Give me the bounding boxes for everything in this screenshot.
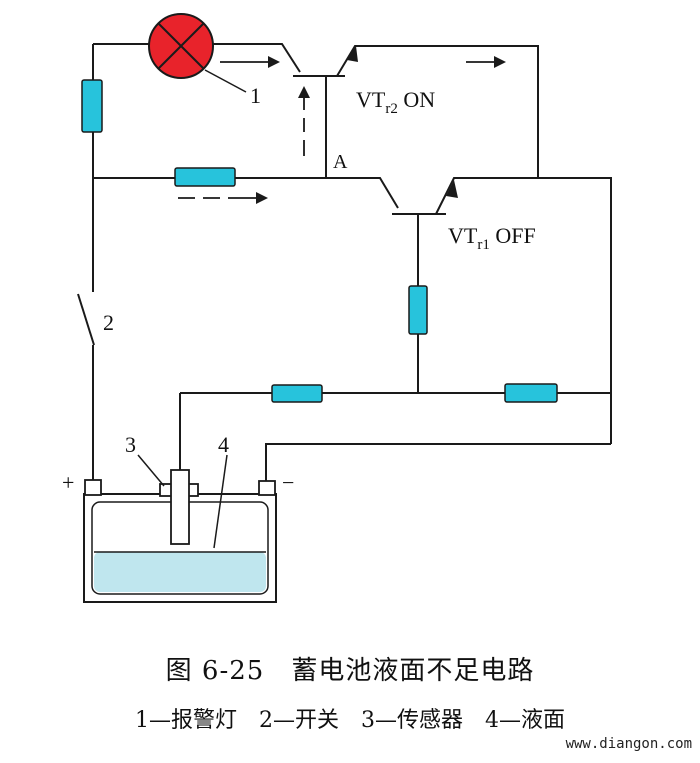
wire-return [265, 443, 611, 486]
figure-title: 图 6-25 蓄电池液面不足电路 [165, 656, 535, 686]
node-a-label: A [333, 151, 348, 173]
vt2-label: VTr2 ON [356, 87, 435, 117]
wire-lamp-to-vt2 [213, 43, 301, 73]
level-ref-label: 4 [218, 432, 229, 457]
switch-blade [77, 293, 95, 346]
resistor-vt1-base [408, 285, 428, 335]
wire-vt2-to-right [336, 45, 539, 178]
resistor-left [81, 79, 103, 133]
watermark: www.diangon.com [565, 736, 692, 752]
wires [77, 43, 612, 486]
wire-middle [93, 177, 399, 209]
resistor-lower-left [271, 384, 323, 403]
resistor-middle [174, 167, 236, 187]
current-flow-arrows [178, 56, 506, 204]
level-sensor [159, 469, 199, 545]
battery [83, 454, 277, 603]
electrolyte-level [94, 552, 266, 592]
positive-terminal [84, 479, 102, 496]
resistor-lower-right [504, 383, 558, 403]
lamp-ref-label: 1 [250, 83, 261, 108]
plus-label: + [62, 470, 74, 495]
vt1-emitter-arrow-icon [446, 180, 458, 198]
sensor-ref-label: 3 [125, 432, 136, 457]
negative-terminal [258, 480, 276, 496]
switch-ref-label: 2 [103, 310, 114, 335]
figure-legend: 1—报警灯 2—开关 3—传感器 4—液面 [135, 708, 565, 733]
vt2-emitter-arrow-icon [347, 46, 358, 62]
vt1-label: VTr1 OFF [448, 223, 536, 253]
wire-vt1-to-right [435, 177, 612, 444]
minus-label: − [282, 470, 294, 495]
warning-lamp-icon [148, 13, 247, 93]
